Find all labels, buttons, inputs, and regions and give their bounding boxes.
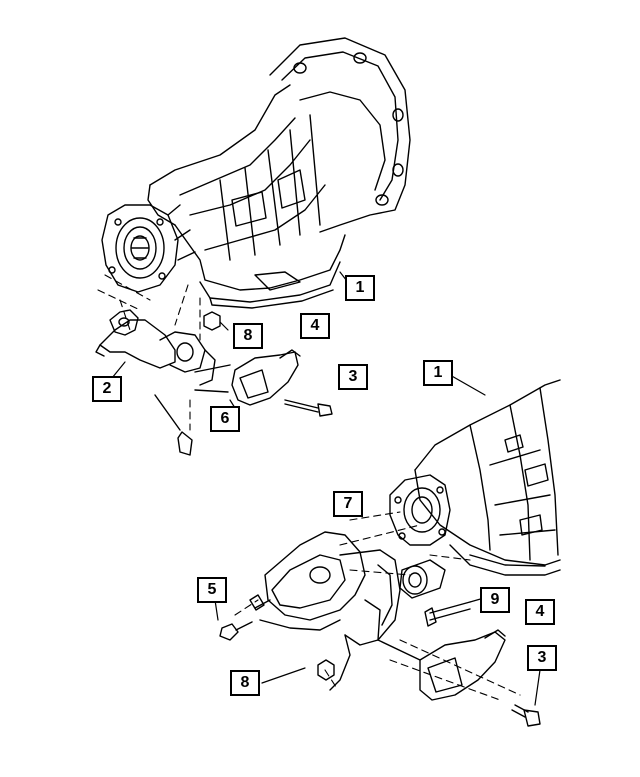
- callout-8-lower: 8: [230, 670, 260, 696]
- alignment-lines-lower: [234, 511, 521, 701]
- nut-upper: [203, 311, 221, 331]
- mount-insulator-upper: [194, 349, 301, 406]
- bolt-upper: [284, 399, 333, 417]
- callout-4-upper: 4: [300, 313, 330, 339]
- callout-1-upper: 1: [345, 275, 375, 301]
- callout-4-lower: 4: [525, 599, 555, 625]
- mount-insulator-lower: [377, 629, 506, 701]
- callout-5: 5: [197, 577, 227, 603]
- transmission-upper: [101, 37, 411, 309]
- callout-3-lower: 3: [527, 645, 557, 671]
- nut-lower: [317, 659, 335, 681]
- bolt-lower-right: [511, 704, 541, 727]
- callout-6: 6: [210, 406, 240, 432]
- transmission-lower: [389, 379, 561, 576]
- callout-3-upper: 3: [338, 364, 368, 390]
- bushing-lower: [399, 559, 471, 627]
- callout-8-upper: 8: [233, 323, 263, 349]
- callout-9: 9: [480, 587, 510, 613]
- callout-2: 2: [92, 376, 122, 402]
- bolt-lower-left: [219, 621, 253, 641]
- mount-bracket-lower: [249, 531, 401, 691]
- callout-1-lower: 1: [423, 360, 453, 386]
- mount-bracket-upper: [95, 309, 216, 456]
- callout-7: 7: [333, 491, 363, 517]
